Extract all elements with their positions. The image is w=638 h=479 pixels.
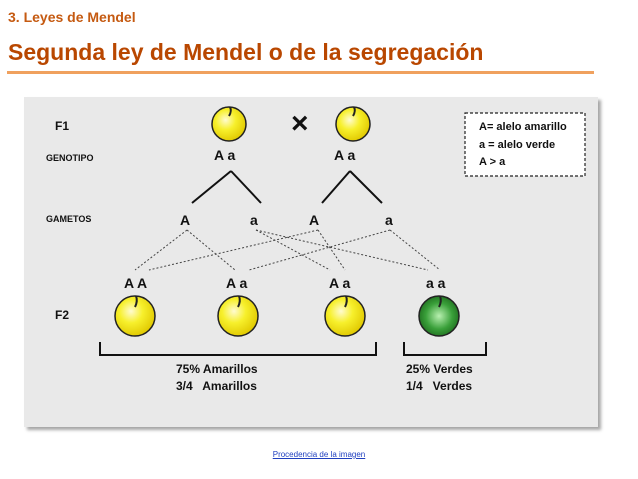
f2-genotype-2: A a <box>226 275 247 291</box>
green-result-line1: 25% Verdes <box>406 362 473 376</box>
yellow-result-line1: 75% Amarillos <box>176 362 258 376</box>
mendel-diagram-panel: F1 GENOTIPO GAMETOS F2 × A a A a A a A a <box>24 97 598 427</box>
allele-legend: A= alelo amarillo a = alelo verde A > a <box>465 113 585 176</box>
genotype-label: GENOTIPO <box>46 153 94 163</box>
parent2-pea <box>336 107 370 141</box>
f2-pea-1 <box>115 296 155 336</box>
segregation-lines <box>192 171 382 203</box>
gamete-4: a <box>385 212 393 228</box>
f1-label: F1 <box>55 119 69 133</box>
f2-pea-2 <box>218 296 258 336</box>
legend-line-1: A= alelo amarillo <box>479 121 567 133</box>
legend-line-2: a = alelo verde <box>479 139 555 151</box>
cross-symbol: × <box>291 107 309 140</box>
fertilization-lines <box>135 230 440 270</box>
mendel-diagram: F1 GENOTIPO GAMETOS F2 × A a A a A a A a <box>24 97 598 427</box>
yellow-result-line2: 3/4 Amarillos <box>176 379 257 393</box>
f2-pea-4 <box>419 296 459 336</box>
section-label: 3. Leyes de Mendel <box>8 9 136 25</box>
f2-label: F2 <box>55 308 69 322</box>
gamete-3: A <box>309 212 319 228</box>
title-divider <box>7 71 594 74</box>
gametes-label: GAMETOS <box>46 214 91 224</box>
green-bracket <box>404 342 486 355</box>
parent1-genotype: A a <box>214 147 235 163</box>
f2-pea-3 <box>325 296 365 336</box>
f2-genotype-1: A A <box>124 275 147 291</box>
gamete-1: A <box>180 212 190 228</box>
image-source-link[interactable]: Procedencia de la imagen <box>0 450 638 459</box>
parent1-pea <box>212 107 246 141</box>
yellow-bracket <box>100 342 376 355</box>
f2-genotype-3: A a <box>329 275 350 291</box>
slide-title: Segunda ley de Mendel o de la segregació… <box>8 39 483 66</box>
gamete-2: a <box>250 212 258 228</box>
green-result-line2: 1/4 Verdes <box>406 379 472 393</box>
parent2-genotype: A a <box>334 147 355 163</box>
f2-genotype-4: a a <box>426 275 446 291</box>
legend-line-3: A > a <box>479 156 506 168</box>
